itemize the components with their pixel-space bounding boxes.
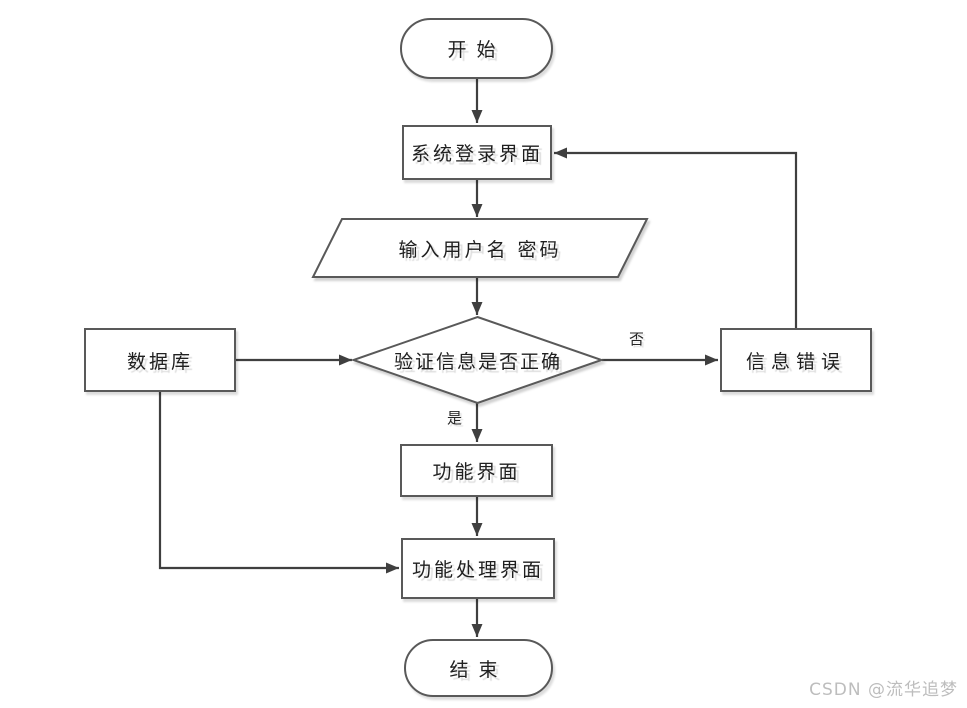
start-terminator: 开始 — [400, 18, 553, 79]
info-error-box: 信息错误 — [720, 328, 872, 392]
database-label: 数据库 — [126, 350, 193, 373]
function-ui-label: 功能界面 — [432, 461, 521, 483]
edge-label-yes: 是 — [447, 409, 463, 427]
edge-database-to-process — [158, 392, 399, 574]
edge-error-to-login-feedback — [554, 147, 798, 328]
system-login-label: 系统登录界面 — [410, 143, 543, 165]
end-label: 结束 — [449, 658, 508, 681]
input-username-password-parallelogram — [311, 218, 649, 278]
start-label: 开始 — [447, 39, 506, 61]
edge-label-no: 否 — [629, 330, 645, 348]
end-terminator: 结束 — [404, 639, 553, 697]
function-process-box: 功能处理界面 — [401, 538, 555, 599]
csdn-watermark: CSDN @流华追梦 — [809, 680, 958, 700]
function-ui-box: 功能界面 — [400, 444, 553, 497]
function-process-label: 功能处理界面 — [411, 559, 544, 581]
verify-info-diamond — [350, 315, 605, 405]
database-box: 数据库 — [84, 328, 236, 392]
info-error-label: 信息错误 — [745, 350, 846, 373]
system-login-box: 系统登录界面 — [402, 125, 552, 180]
